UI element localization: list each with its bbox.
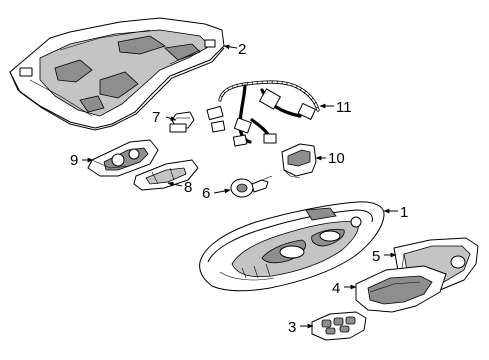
leader-7 xyxy=(165,116,177,121)
callout-8: 8 xyxy=(184,179,192,196)
leader-2 xyxy=(223,44,238,50)
leader-8 xyxy=(167,181,183,187)
part-7-connector xyxy=(169,111,195,133)
part-3-switch-bezel xyxy=(311,311,367,341)
part-9-lamp-bracket xyxy=(87,139,159,177)
callout-7: 7 xyxy=(152,109,160,126)
leader-6 xyxy=(213,188,231,194)
part-4-lower-trim xyxy=(355,265,447,313)
leader-lines xyxy=(82,44,398,329)
callout-11: 11 xyxy=(336,99,352,116)
part-1-console-housing xyxy=(199,201,385,292)
part-6-bulb-socket xyxy=(230,175,273,198)
callout-labels: 2 11 7 10 9 8 6 1 5 4 3 xyxy=(70,41,408,336)
callout-10: 10 xyxy=(328,150,345,167)
callout-4: 4 xyxy=(332,280,340,297)
callout-5: 5 xyxy=(372,248,380,265)
callout-6: 6 xyxy=(202,185,210,202)
part-11-wiring-harness xyxy=(206,80,320,147)
callout-9: 9 xyxy=(70,152,78,169)
part-8-lamp-lens xyxy=(133,159,199,191)
callout-3: 3 xyxy=(288,319,296,336)
part-2-headliner-panel xyxy=(9,17,225,131)
callout-2: 2 xyxy=(238,41,246,58)
callout-1: 1 xyxy=(400,204,408,221)
part-10-lamp-socket xyxy=(281,143,317,179)
